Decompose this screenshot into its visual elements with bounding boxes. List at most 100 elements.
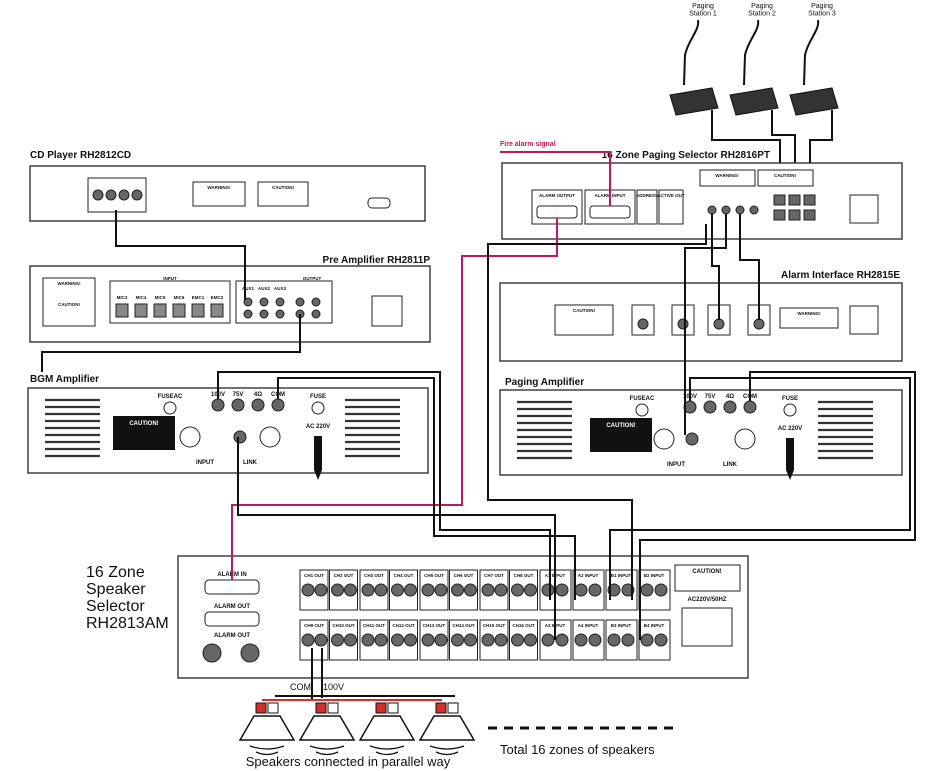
speaker	[358, 702, 416, 756]
input-label: B1 INPUT	[611, 573, 632, 578]
alarm-interface-warning-label	[779, 307, 839, 329]
channel-label: CH5 OUT	[424, 573, 444, 578]
selector-warning-label	[699, 169, 756, 187]
bgm-link-jack	[233, 430, 247, 444]
cd-player-power-port	[367, 197, 391, 209]
selector-alarm-output-port	[536, 205, 578, 219]
input-label: B2 INPUT	[644, 573, 665, 578]
pre-warning-text: WARNING!	[57, 281, 81, 286]
channel-block: CH8 OUT	[509, 569, 538, 611]
bgm-amp-panel	[27, 387, 429, 474]
speaker-alarm-out-label: ALARM OUT	[214, 604, 250, 610]
paging-input-label: INPUT	[667, 462, 685, 468]
bgm-xlr-input	[179, 426, 201, 448]
bgm-ac-label: AC 220V	[306, 424, 330, 430]
pre-aux-2: AUX3	[274, 286, 287, 291]
paging-selector-title: 16 Zone Paging Selector RH2816PT	[602, 150, 770, 161]
alarm-interface-caution-label	[554, 304, 614, 336]
channel-label: CH14 OUT	[452, 623, 475, 628]
cd-to-preamp-cable	[115, 210, 246, 300]
selector-to-alarm-cable-1	[711, 214, 720, 320]
fire-alarm-cable-out	[231, 218, 558, 580]
pre-amp-outputs	[295, 297, 321, 319]
input-block: A2 INPUT	[572, 569, 605, 611]
speaker	[298, 702, 356, 756]
paging-amp-right-vents	[818, 400, 873, 460]
selector-address-label: ADDRESS	[636, 193, 658, 198]
input-label: B4 INPUT	[644, 623, 665, 628]
channel-block: CH9 OUT	[299, 619, 329, 661]
cd-player-jacks	[92, 189, 143, 201]
station-2-gooseneck	[743, 19, 760, 86]
selector-warning-text: WARNING!	[715, 173, 739, 178]
channel-label: CH15 OUT	[483, 623, 506, 628]
paging-fuse-holder	[635, 403, 649, 417]
channel-block: CH12 OUT	[389, 619, 418, 661]
selector-address-block	[636, 189, 658, 225]
pre-amp-title: Pre Amplifier RH2811P	[323, 255, 431, 266]
alarm-interface-title: Alarm Interface RH2815E	[781, 270, 900, 281]
speaker-group	[238, 702, 476, 756]
fire-alarm-signal-in	[500, 151, 611, 206]
channel-block: CH6 OUT	[449, 569, 478, 611]
bgm-fuse-holder	[163, 401, 177, 415]
input-block: B2 INPUT	[638, 569, 671, 611]
alarm-caution-text: CAUTION!	[573, 308, 595, 313]
channel-label: CH12 OUT	[392, 623, 415, 628]
bgm-power-cord	[314, 436, 322, 480]
speaker-selector-line-0: 16 Zone	[86, 564, 145, 581]
speaker-100v-label: 100V	[323, 682, 344, 692]
pre-amp-input-block	[109, 280, 231, 324]
paging-ac-label: AC 220V	[778, 426, 802, 432]
paging-link-jack	[685, 432, 699, 446]
channel-label: CH10 OUT	[332, 623, 355, 628]
bgm-link-label: LINK	[243, 460, 258, 466]
paging-amp-title: Paging Amplifier	[505, 377, 584, 388]
station-1-gooseneck	[683, 19, 700, 86]
channel-label: CH6 OUT	[454, 573, 474, 578]
paging-com-cable	[639, 371, 916, 640]
paging-amp-left-vents	[517, 400, 572, 460]
station-3-base	[789, 87, 839, 116]
speaker	[418, 702, 476, 756]
paging-power-cord	[786, 438, 794, 480]
pre-input-label: INPUT	[163, 276, 177, 281]
bgm-com-cable	[277, 377, 576, 600]
pre-input-3: MIC6	[174, 295, 185, 300]
bgm-fuse-knob	[311, 401, 325, 415]
station-2-base	[729, 87, 779, 116]
channel-block: CH5 OUT	[419, 569, 449, 611]
channel-block: CH1 OUT	[299, 569, 329, 611]
pre-aux-0: AUX1	[242, 286, 255, 291]
selector-alarm-output-label: ALARM OUTPUT	[539, 193, 575, 198]
selector-alarm-input-port	[589, 205, 631, 219]
paging-4ohm-label: 4Ω	[726, 394, 734, 400]
selector-to-alarm-cable-2	[739, 214, 760, 320]
pre-input-0: MIC3	[117, 295, 128, 300]
input-label: A4 INPUT	[578, 623, 599, 628]
speaker-power-socket	[681, 607, 733, 647]
bgm-caution-text: CAUTION!	[129, 421, 158, 427]
speaker-alarm-out-port	[204, 611, 260, 627]
pre-amp-power-socket	[371, 295, 403, 327]
pre-input-1: MIC4	[136, 295, 147, 300]
speaker-alarm-out-jack-2	[240, 643, 260, 663]
channel-label: CH2 OUT	[334, 573, 354, 578]
speaker-alarm-out-label-2: ALARM OUT	[214, 633, 250, 639]
speaker-selector-line-1: Speaker	[86, 581, 146, 598]
channel-block: CH10 OUT	[329, 619, 358, 661]
fire-alarm-label: Fire alarm signal	[500, 141, 556, 148]
speaker-selector-line-3: RH2813AM	[86, 615, 169, 632]
input-block: B4 INPUT	[638, 619, 671, 661]
pre-output-label: OUTPUT	[303, 276, 322, 281]
channel-label: CH8 OUT	[514, 573, 534, 578]
bgm-link-cable	[237, 437, 556, 640]
bgm-fuseac-label: FUSEAC	[158, 394, 183, 400]
paging-100v-cable	[609, 377, 911, 600]
paging-amp-panel	[499, 389, 903, 476]
